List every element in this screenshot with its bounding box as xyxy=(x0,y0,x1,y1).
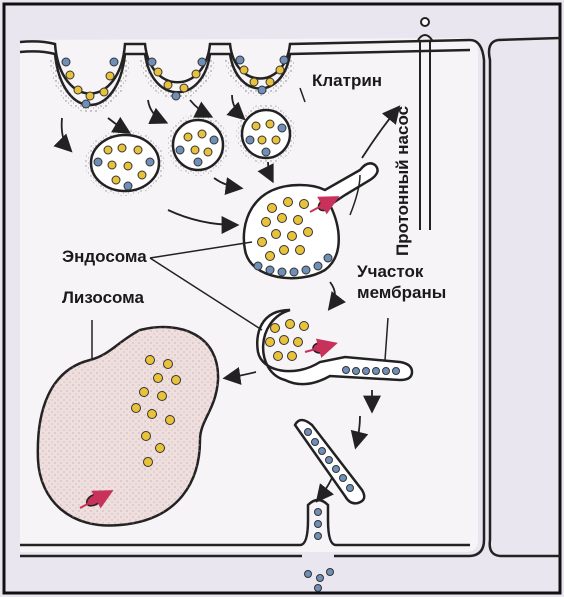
label-lysosome: Лизосома xyxy=(62,288,145,307)
label-clathrin: Клатрин xyxy=(312,71,382,90)
coated-vesicle-2 xyxy=(167,114,229,176)
label-proton-pump: Протонный насос xyxy=(393,106,412,256)
label-membrane-segment-1: Участок xyxy=(357,262,424,281)
label-membrane-segment-2: мембраны xyxy=(357,283,446,302)
label-endosome: Эндосома xyxy=(62,247,147,266)
coated-vesicle-1 xyxy=(85,130,165,196)
coated-vesicle-3 xyxy=(236,104,296,164)
lateral-membrane xyxy=(470,38,560,556)
